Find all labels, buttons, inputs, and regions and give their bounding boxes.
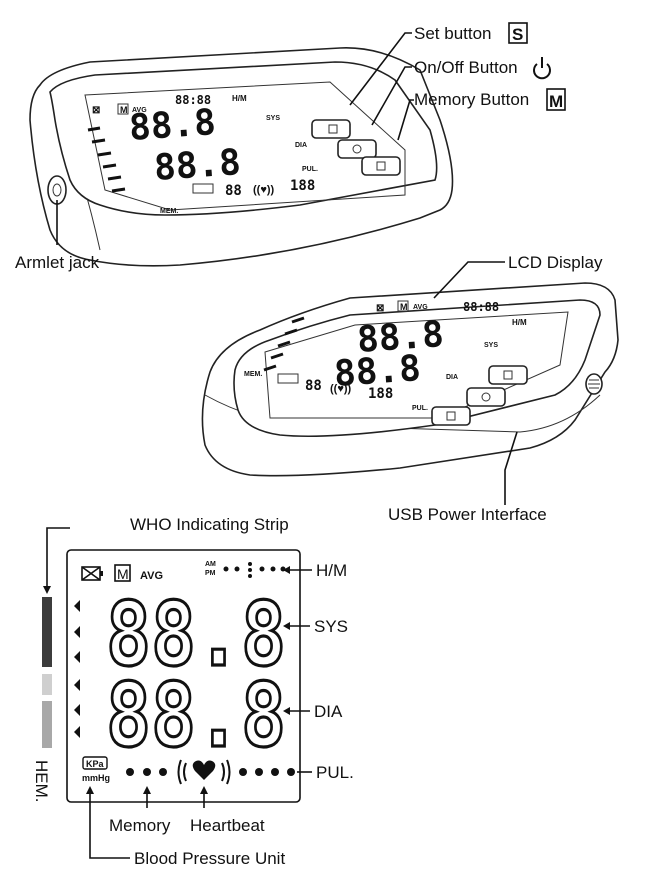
device2-mem-label: MEM.: [244, 371, 262, 378]
device2-hm: H/M: [512, 318, 527, 327]
pulse-dots: [126, 768, 295, 776]
device2-sys-digits: 88.8: [356, 314, 445, 361]
device2-power-button[interactable]: [466, 387, 506, 407]
armlet-jack: [47, 175, 67, 205]
device1-who-strip: [87, 126, 126, 193]
device2-mem-digits: 88: [305, 378, 322, 394]
svg-text:M: M: [549, 92, 563, 111]
speaker-grille: [585, 373, 603, 395]
who-strip-dark: [42, 597, 52, 667]
pul-label: PUL.: [316, 763, 354, 782]
bp-unit-leader: [89, 790, 130, 859]
am-label: AM: [205, 561, 216, 568]
device1-dia-digits: 88.8: [153, 142, 242, 189]
device2-m-letter: M: [400, 302, 408, 312]
device2-who-strip: [263, 316, 305, 372]
who-strip-label: WHO Indicating Strip: [130, 515, 289, 534]
device1-m-icon: [117, 103, 129, 115]
lcd-detail: WHO Indicating Strip HEM. M AVG AM PM: [32, 515, 354, 868]
device1-m-letter: M: [120, 105, 128, 115]
mmhg-label: mmHg: [82, 773, 110, 783]
device1-set-button[interactable]: [311, 119, 351, 139]
onoff-button-label: On/Off Button: [414, 58, 518, 77]
usb-power-leader: [504, 431, 518, 505]
device1-pul-label: PUL.: [302, 166, 318, 173]
set-icon: S: [508, 22, 528, 44]
device1-top-panel: [49, 61, 438, 216]
pm-label: PM: [205, 570, 216, 577]
battery-icon: [81, 566, 103, 581]
device1-power-button[interactable]: [337, 139, 377, 159]
dia-digits: 88.8: [106, 664, 286, 767]
device1-pulse-digits: 188: [290, 178, 315, 194]
device1-sys-label: SYS: [266, 115, 280, 122]
device1-mem-digits: 88: [225, 183, 242, 199]
device2-avg: AVG: [413, 304, 428, 311]
heartbeat-label: Heartbeat: [190, 816, 265, 835]
lcd-display-leader: [433, 261, 505, 299]
svg-text:S: S: [512, 25, 523, 44]
device2-kpa-box: [277, 373, 299, 384]
avg-label: AVG: [140, 570, 163, 582]
hm-label: H/M: [316, 561, 347, 580]
svg-text:M: M: [117, 566, 129, 582]
mem-vertical-label: HEM.: [32, 760, 51, 803]
device1-memory-button[interactable]: [361, 156, 401, 176]
device2-pulse-digits: 188: [368, 386, 393, 402]
heartbeat-icon: [177, 759, 231, 785]
device2-m-icon: [397, 300, 409, 312]
device-front-view: ⊠ M AVG 88:88 H/M 88.8 88.8 SYS DIA PUL.…: [29, 47, 454, 267]
device-side-view: ⊠ M AVG 88:88 H/M 88.8 88.8 SYS DIA PUL.…: [201, 282, 619, 477]
device2-sys-label: SYS: [484, 342, 498, 349]
device1-battery-icon: ⊠: [92, 105, 100, 116]
device2-pul-label: PUL.: [412, 405, 428, 412]
armlet-jack-label: Armlet jack: [15, 253, 100, 272]
device2-buttons: [431, 365, 528, 426]
sys-digits: 88.8: [106, 583, 286, 686]
memory-label: Memory: [109, 816, 171, 835]
lcd-display-label: LCD Display: [508, 253, 603, 272]
svg-text:KPa: KPa: [86, 759, 105, 769]
device2-clock-digits: 88:88: [463, 300, 499, 314]
memory-icon: M: [546, 88, 566, 111]
who-strip-light: [42, 674, 52, 695]
sys-label: SYS: [314, 617, 348, 636]
who-arrow-markers: [74, 600, 80, 738]
device2-memory-button[interactable]: [431, 406, 471, 426]
lcd-frame: [66, 549, 301, 803]
power-icon: [533, 57, 551, 80]
device2-dia-label: DIA: [446, 374, 458, 381]
device2-battery-icon: ⊠: [376, 303, 384, 314]
kpa-box: KPa: [82, 756, 108, 770]
set-button-leader: [349, 32, 412, 106]
bp-unit-label: Blood Pressure Unit: [134, 849, 285, 868]
set-button-label: Set button: [414, 24, 492, 43]
device1-dia-label: DIA: [295, 142, 307, 149]
device1-avg: AVG: [132, 107, 147, 114]
memory-button-leader: [397, 99, 414, 141]
hm-dots: [223, 562, 286, 578]
device1-buttons: [311, 119, 401, 176]
device1-clock-digits: 88:88: [175, 93, 211, 107]
device2-heart-icon: ((♥)): [330, 383, 352, 395]
memory-m-icon: M: [114, 564, 131, 582]
onoff-button-leader: [371, 66, 412, 126]
device1-hm: H/M: [232, 94, 247, 103]
device1-kpa-box: [192, 183, 214, 194]
who-strip-leader: [46, 527, 70, 592]
memory-button-label: Memory Button: [414, 90, 529, 109]
device1-mem-label: MEM.: [160, 208, 178, 215]
device2-set-button[interactable]: [488, 365, 528, 385]
device1-sys-digits: 88.8: [128, 102, 217, 149]
who-strip-mid: [42, 701, 52, 748]
device1-heart-icon: ((♥)): [253, 184, 275, 196]
dia-label: DIA: [314, 702, 343, 721]
usb-power-label: USB Power Interface: [388, 505, 547, 524]
device2-dia-digits: 88.8: [333, 348, 422, 395]
